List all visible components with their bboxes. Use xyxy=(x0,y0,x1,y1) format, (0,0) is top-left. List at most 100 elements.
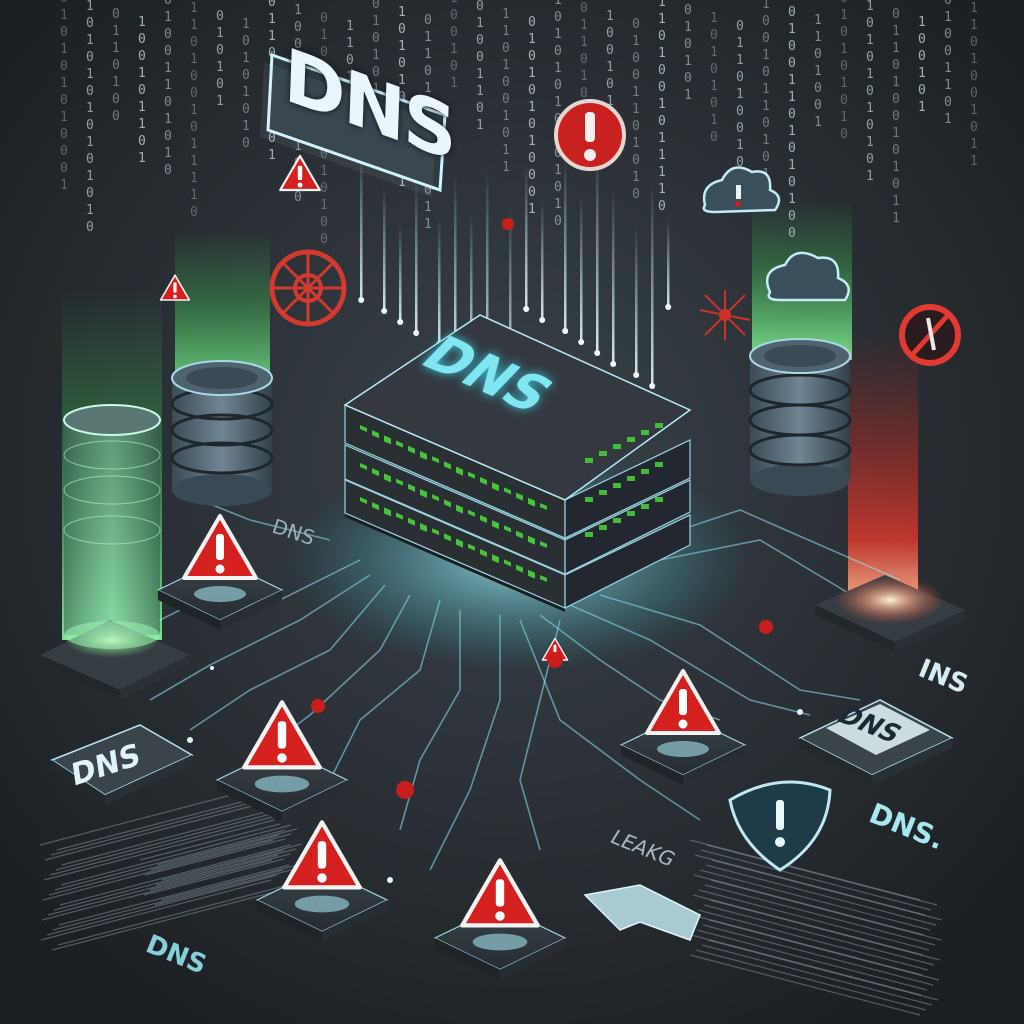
server-led xyxy=(504,487,511,495)
server-led xyxy=(627,476,635,481)
streak xyxy=(156,828,298,866)
streak xyxy=(702,924,934,986)
server-led xyxy=(627,437,635,442)
cloud-icon xyxy=(702,166,781,214)
tile-dns-left xyxy=(50,724,194,805)
dns-sign xyxy=(260,52,447,197)
warning-icon xyxy=(255,820,389,942)
server-led xyxy=(420,488,427,498)
red-dots xyxy=(311,218,773,799)
streak xyxy=(50,794,282,856)
server-led xyxy=(641,430,649,435)
beam-tip xyxy=(649,383,656,389)
data-particles xyxy=(187,666,803,883)
server-led xyxy=(585,532,593,537)
error-wheel-icon xyxy=(269,249,347,327)
streak xyxy=(55,809,287,871)
light-beam xyxy=(454,175,457,355)
streak xyxy=(706,844,938,906)
server-led xyxy=(540,503,547,510)
warning-icon xyxy=(433,858,567,980)
beam-tip xyxy=(397,319,404,325)
server-led xyxy=(384,473,391,483)
light-beam xyxy=(580,194,583,342)
server-led xyxy=(504,525,511,533)
streak xyxy=(143,858,285,896)
blocked-icon xyxy=(899,304,961,366)
beam-tip xyxy=(633,372,640,378)
streak xyxy=(150,833,292,871)
streak xyxy=(46,874,278,936)
streak xyxy=(698,889,930,951)
server-led xyxy=(480,477,487,485)
server-led xyxy=(528,497,535,507)
server-led xyxy=(613,483,621,488)
server-led xyxy=(408,517,415,526)
streak xyxy=(53,849,285,911)
streak xyxy=(704,884,936,946)
streak xyxy=(708,919,940,981)
cloud-icon xyxy=(765,251,850,302)
server-led xyxy=(641,504,649,509)
server-led xyxy=(540,541,547,548)
streak xyxy=(58,864,290,926)
server-led xyxy=(480,549,487,557)
streak xyxy=(689,954,921,1016)
server-led xyxy=(528,535,535,545)
server-led xyxy=(360,497,367,504)
beam-tip xyxy=(665,304,672,310)
light-beam xyxy=(596,151,599,353)
server-led xyxy=(360,425,367,432)
server-led xyxy=(456,466,463,476)
light-beam xyxy=(541,200,544,320)
light-beam xyxy=(399,224,402,322)
light-beam xyxy=(415,181,418,333)
server-led xyxy=(655,423,663,428)
server-led xyxy=(444,499,451,508)
beam-tip xyxy=(562,328,569,334)
server-led xyxy=(599,451,607,456)
streak xyxy=(49,814,281,876)
shield-alert-icon xyxy=(728,780,832,872)
streak xyxy=(707,939,939,1001)
streak xyxy=(149,853,291,891)
server-led xyxy=(540,575,547,582)
server-led xyxy=(444,533,451,542)
beam-tip xyxy=(594,350,601,356)
streak xyxy=(699,869,931,931)
server-icon xyxy=(343,314,692,612)
server-led xyxy=(372,430,379,439)
server-led xyxy=(585,497,593,502)
server-led xyxy=(384,507,391,517)
server-led xyxy=(468,471,475,479)
streak xyxy=(695,949,927,1011)
server-led xyxy=(420,522,427,532)
beam-tip xyxy=(358,297,365,303)
server-led xyxy=(627,511,635,516)
beam-tip xyxy=(413,330,420,336)
streak xyxy=(710,879,942,941)
streak xyxy=(44,799,276,861)
streak xyxy=(703,904,935,966)
warning-icon xyxy=(279,154,321,192)
streak xyxy=(697,909,929,971)
streak xyxy=(51,889,283,951)
streak xyxy=(161,843,303,881)
streak xyxy=(42,839,274,901)
streak xyxy=(144,838,286,876)
server-led xyxy=(396,440,403,448)
server-led xyxy=(516,564,523,573)
server-led xyxy=(384,435,391,445)
